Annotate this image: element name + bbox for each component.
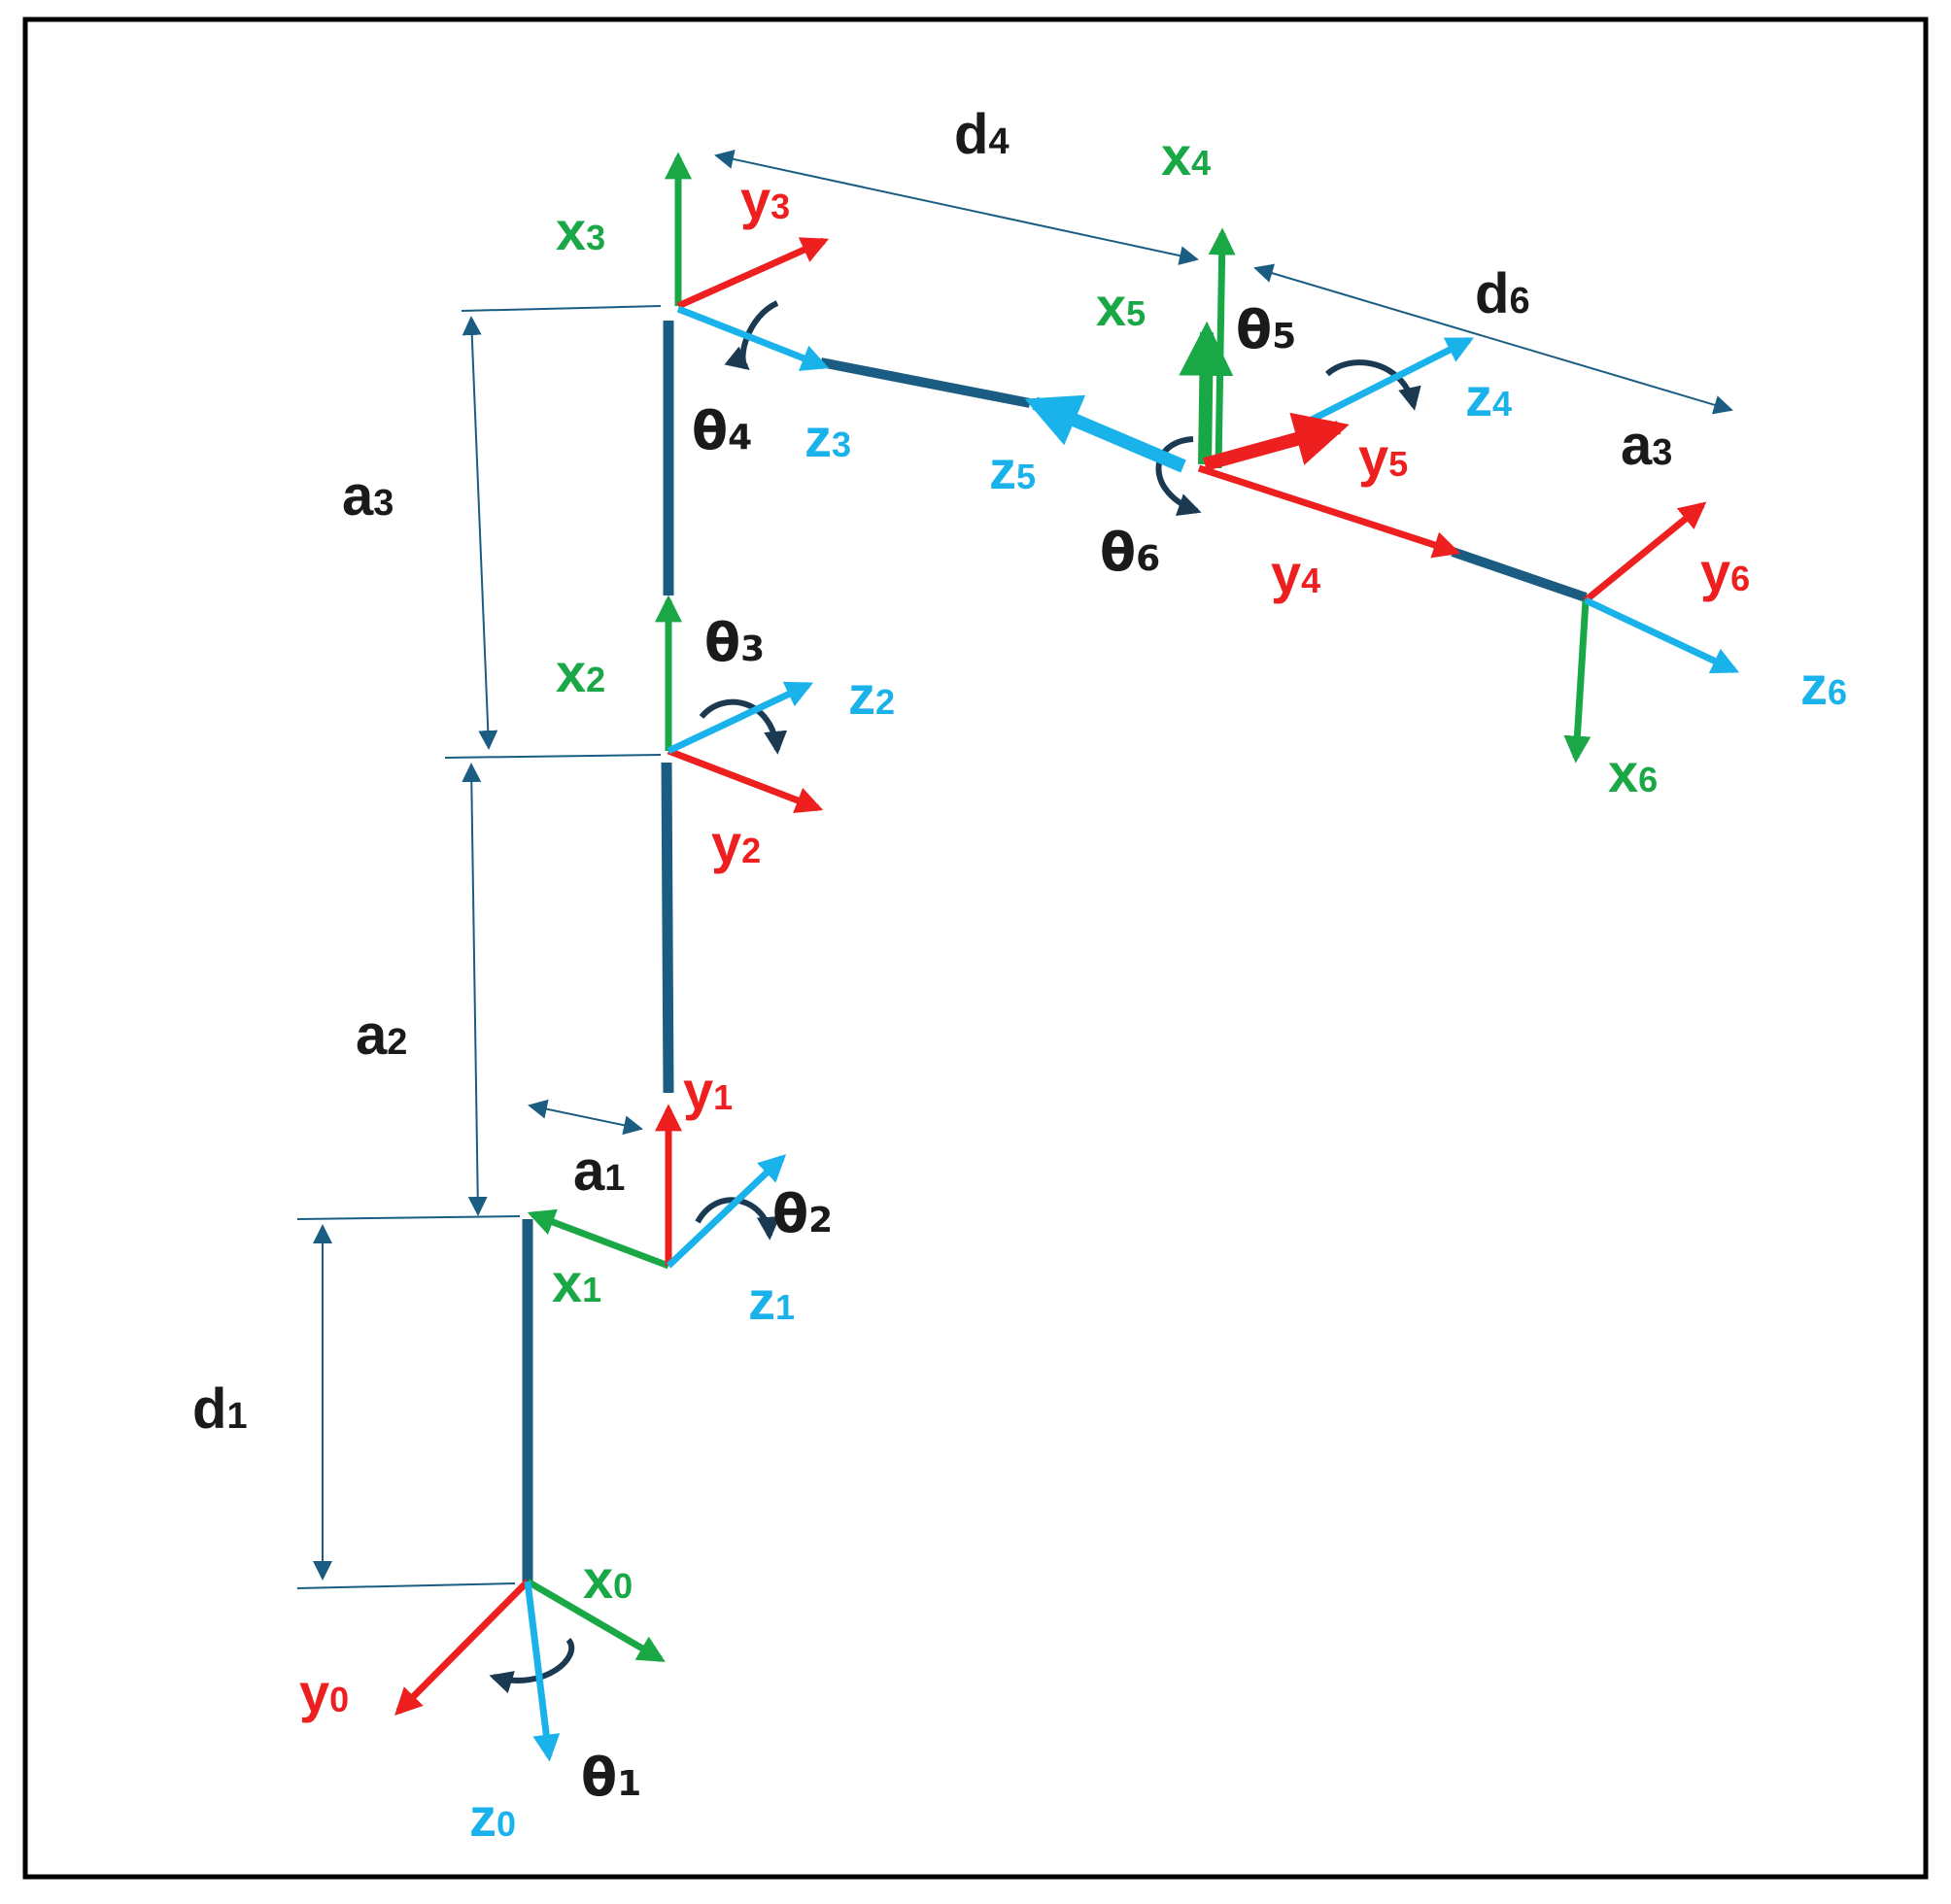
axis-x5 xyxy=(1179,321,1234,465)
label-a3-left: a3 xyxy=(342,464,394,527)
label-y6: y6 xyxy=(1700,541,1750,602)
axis-z2 xyxy=(667,681,814,755)
rotation-arrow-theta5 xyxy=(1325,359,1421,411)
label-z5: z5 xyxy=(989,439,1036,500)
label-d1: d1 xyxy=(192,1377,248,1441)
rotation-arrow-theta1 xyxy=(489,1638,575,1694)
axis-labels: x0 y0 z0 x1 y1 z1 x2 y2 z2 x3 y3 z3 x4 y… xyxy=(299,125,1847,1848)
link-forearm xyxy=(820,357,1031,408)
label-theta5: θ5 xyxy=(1236,299,1296,360)
axes xyxy=(394,152,1740,1762)
axis-y6 xyxy=(1583,501,1707,603)
label-a3-right: a3 xyxy=(1621,414,1672,477)
label-theta4: θ4 xyxy=(692,400,752,461)
label-x3: x3 xyxy=(556,200,605,261)
label-x2: x2 xyxy=(556,642,605,703)
link-upper-1 xyxy=(661,762,674,1094)
label-a1: a1 xyxy=(573,1139,625,1203)
ext-line-j3 xyxy=(461,305,662,312)
robot-links xyxy=(522,321,1588,1581)
rotation-arrow-theta3 xyxy=(699,698,788,755)
axis-y5 xyxy=(1203,412,1350,471)
label-y3: y3 xyxy=(740,169,790,230)
axis-y0 xyxy=(394,1579,531,1716)
joint-angle-labels: θ1 θ2 θ3 θ4 θ5 θ6 xyxy=(581,299,1296,1808)
label-y1: y1 xyxy=(683,1060,733,1121)
axis-z1 xyxy=(666,1154,787,1269)
link-wrist xyxy=(1451,547,1588,602)
label-theta2: θ2 xyxy=(772,1183,833,1244)
label-y4: y4 xyxy=(1271,543,1320,604)
label-theta6: θ6 xyxy=(1100,522,1160,583)
dimension-lines xyxy=(296,150,1733,1589)
dim-arrow-d4 xyxy=(714,150,1199,265)
axis-z4 xyxy=(1310,336,1474,424)
rotation-arrow-theta6 xyxy=(1155,436,1202,517)
label-d4: d4 xyxy=(954,103,1010,166)
axis-z3 xyxy=(676,305,830,371)
label-z6: z6 xyxy=(1800,655,1847,716)
dimension-labels: d1 a1 a2 a3 d4 d6 a3 xyxy=(192,103,1672,1441)
axis-z6 xyxy=(1584,596,1740,674)
dim-arrow-a1 xyxy=(528,1099,643,1136)
axis-x4 xyxy=(1208,227,1236,469)
label-x4: x4 xyxy=(1161,125,1211,187)
axis-z0 xyxy=(524,1581,561,1762)
label-x6: x6 xyxy=(1608,742,1658,803)
label-z0: z0 xyxy=(469,1786,516,1848)
axis-y3 xyxy=(676,237,830,310)
axis-z5 xyxy=(1024,394,1186,473)
ext-line-base xyxy=(296,1582,516,1589)
label-y5: y5 xyxy=(1358,426,1408,488)
label-x0: x0 xyxy=(583,1548,633,1610)
label-z3: z3 xyxy=(804,407,851,468)
axis-y4 xyxy=(1197,464,1461,559)
rotation-arrows xyxy=(489,300,1421,1694)
label-x1: x1 xyxy=(552,1252,601,1313)
label-y0: y0 xyxy=(299,1662,349,1723)
ext-line-j1 xyxy=(296,1215,521,1220)
figure-border xyxy=(22,17,1929,1880)
label-a2: a2 xyxy=(356,1003,407,1067)
ext-line-j2 xyxy=(444,754,662,759)
label-theta3: θ3 xyxy=(704,612,765,673)
dim-arrow-a3-left xyxy=(462,316,498,750)
axis-x6 xyxy=(1563,599,1592,764)
label-z1: z1 xyxy=(748,1270,795,1331)
label-x5: x5 xyxy=(1096,276,1146,337)
label-y2: y2 xyxy=(711,813,761,874)
axis-x0 xyxy=(526,1578,666,1663)
label-z4: z4 xyxy=(1465,366,1512,427)
label-theta1: θ1 xyxy=(581,1747,641,1808)
label-d6: d6 xyxy=(1475,262,1530,325)
label-z2: z2 xyxy=(848,664,895,726)
dim-arrow-a2 xyxy=(462,763,488,1216)
axis-y2 xyxy=(667,747,824,814)
axis-x1 xyxy=(527,1208,670,1270)
dim-arrow-d6 xyxy=(1253,263,1733,415)
